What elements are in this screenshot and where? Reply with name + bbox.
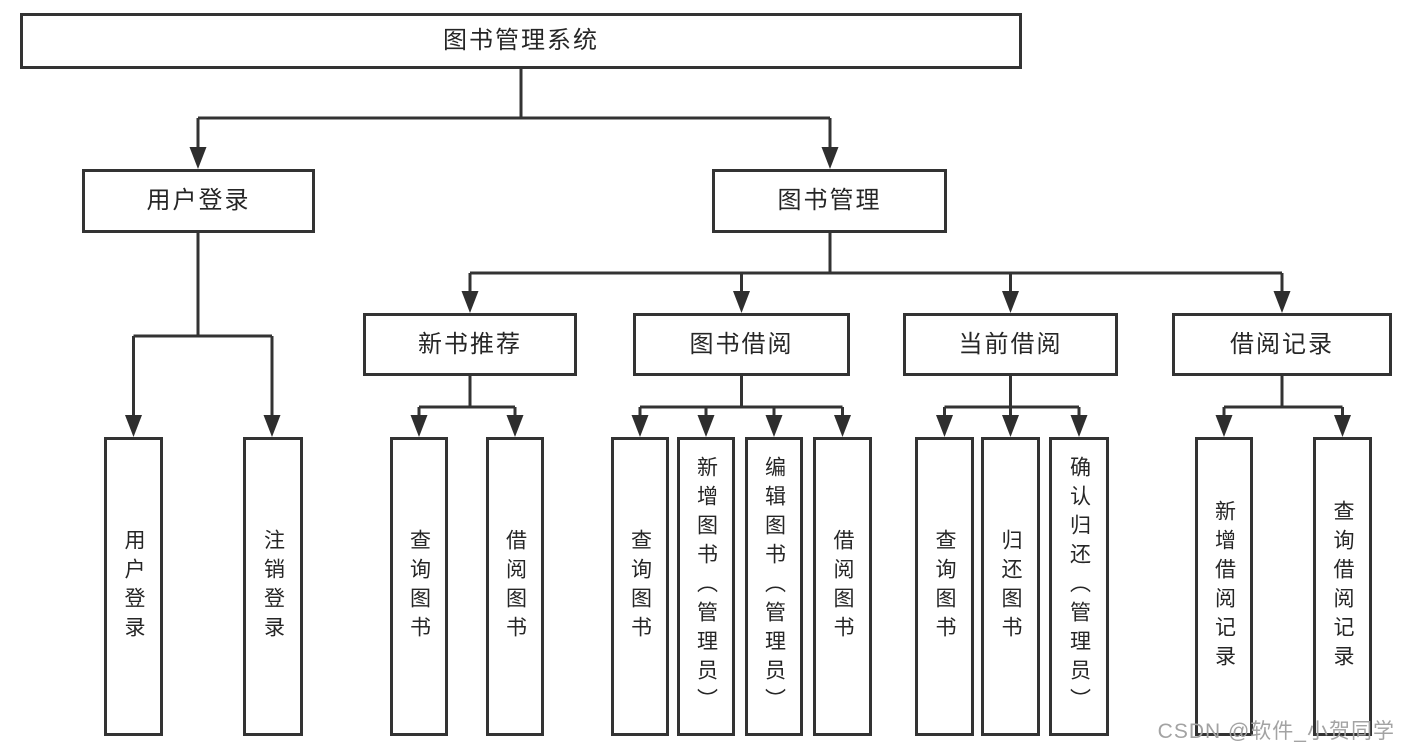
leaf-user-login-label: 用户登录 — [122, 528, 145, 645]
node-current-borrowing: 当前借阅 — [903, 313, 1118, 376]
leaf-current-confirm-return-admin: 确认归还（管理员） — [1049, 437, 1109, 736]
leaf-current-confirm-return-admin-label: 确认归还（管理员） — [1067, 456, 1091, 717]
node-user-login: 用户登录 — [82, 169, 315, 233]
node-new-book-recommend: 新书推荐 — [363, 313, 577, 376]
leaf-records-add-borrow-record-label: 新增借阅记录 — [1212, 499, 1236, 674]
leaf-borrowing-add-books-admin-label: 新增图书（管理员） — [694, 456, 718, 717]
leaf-newbook-query-books: 查询图书 — [390, 437, 448, 736]
leaf-logout-label: 注销登录 — [261, 528, 285, 645]
node-user-login-label: 用户登录 — [146, 187, 251, 214]
node-root-library-system: 图书管理系统 — [20, 13, 1022, 69]
leaf-records-query-borrow-record: 查询借阅记录 — [1313, 437, 1372, 736]
leaf-borrowing-borrow-books-label: 借阅图书 — [831, 528, 854, 645]
leaf-borrowing-edit-books-admin-label: 编辑图书（管理员） — [762, 456, 786, 717]
leaf-newbook-borrow-books-label: 借阅图书 — [503, 528, 527, 645]
node-book-management-label: 图书管理 — [777, 187, 882, 214]
leaf-current-query-books: 查询图书 — [915, 437, 974, 736]
node-book-borrowing-label: 图书借阅 — [689, 330, 794, 358]
leaf-borrowing-query-books: 查询图书 — [611, 437, 669, 736]
leaf-newbook-borrow-books: 借阅图书 — [486, 437, 544, 736]
leaf-newbook-query-books-label: 查询图书 — [407, 528, 431, 645]
leaf-logout: 注销登录 — [243, 437, 303, 736]
leaf-current-query-books-label: 查询图书 — [933, 528, 956, 645]
node-borrowing-records-label: 借阅记录 — [1230, 330, 1334, 358]
leaf-records-add-borrow-record: 新增借阅记录 — [1195, 437, 1253, 736]
node-root-label: 图书管理系统 — [443, 27, 599, 54]
node-book-borrowing: 图书借阅 — [633, 313, 850, 376]
leaf-borrowing-add-books-admin: 新增图书（管理员） — [677, 437, 735, 736]
node-current-borrowing-label: 当前借阅 — [958, 330, 1063, 358]
node-new-book-recommend-label: 新书推荐 — [418, 330, 522, 358]
csdn-watermark: CSDN @软件_小贺同学 — [1157, 720, 1395, 743]
arrowheads — [125, 147, 1351, 437]
leaf-borrowing-borrow-books: 借阅图书 — [813, 437, 872, 736]
leaf-current-return-books: 归还图书 — [981, 437, 1040, 736]
leaf-user-login: 用户登录 — [104, 437, 163, 736]
node-book-management: 图书管理 — [712, 169, 947, 233]
node-borrowing-records: 借阅记录 — [1172, 313, 1392, 376]
leaf-records-query-borrow-record-label: 查询借阅记录 — [1331, 499, 1354, 674]
leaf-current-return-books-label: 归还图书 — [999, 528, 1022, 645]
leaf-borrowing-edit-books-admin: 编辑图书（管理员） — [745, 437, 803, 736]
leaf-borrowing-query-books-label: 查询图书 — [628, 528, 652, 645]
